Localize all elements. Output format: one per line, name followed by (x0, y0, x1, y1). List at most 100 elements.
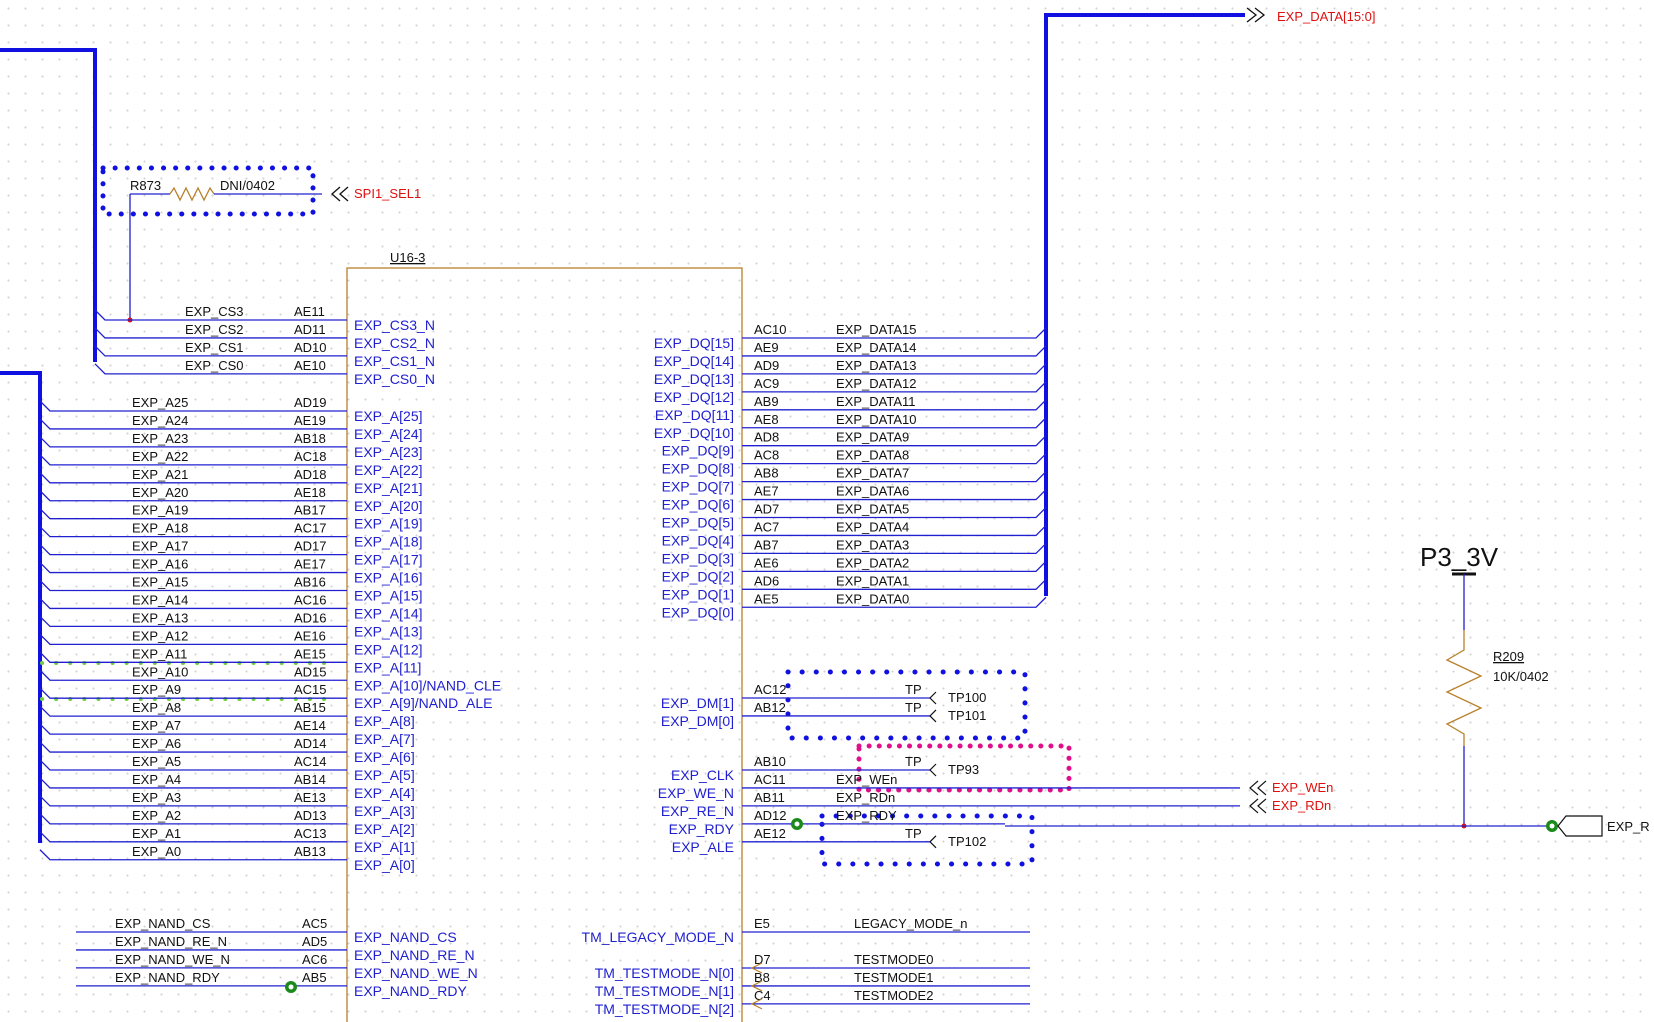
net-label: EXP_CS1 (185, 340, 244, 355)
data-net-wire[interactable] (742, 578, 1047, 590)
r209-value: 10K/0402 (1493, 669, 1549, 684)
addr-net-wire[interactable] (39, 436, 347, 448)
net-label: EXP_A21 (132, 467, 188, 482)
data-net-wire[interactable] (742, 560, 1047, 572)
addr-net-wire[interactable] (39, 580, 347, 592)
pin-number: AB9 (754, 394, 779, 409)
data-net-wire[interactable] (742, 489, 1047, 501)
addr-net-wire[interactable] (39, 723, 347, 735)
addr-net-wire[interactable] (39, 472, 347, 484)
pin-name: EXP_DQ[8] (662, 461, 734, 477)
data-net-wire[interactable] (742, 399, 1047, 411)
addr-net-wire[interactable] (39, 633, 347, 645)
addr-net-wire[interactable] (39, 526, 347, 538)
r209-body[interactable] (1445, 630, 1483, 746)
data-net-wire[interactable] (742, 453, 1047, 465)
pin-number: AE6 (754, 555, 779, 570)
pin-name: EXP_ALE (672, 839, 734, 855)
data-net-wire[interactable] (742, 471, 1047, 483)
net-label: EXP_DATA7 (836, 466, 909, 481)
addr-net-wire[interactable] (39, 831, 347, 843)
pin-name: EXP_A[19] (354, 516, 423, 532)
pin-name: EXP_NAND_RDY (354, 983, 467, 999)
cs-net-wire[interactable] (94, 345, 347, 357)
addr-net-wire[interactable] (39, 400, 347, 412)
pin-name: EXP_DQ[13] (654, 371, 734, 387)
data-net-wire[interactable] (742, 507, 1047, 519)
addr-net-wire[interactable] (39, 544, 347, 556)
u16-3-body[interactable] (346, 267, 743, 1022)
net-label: EXP_DATA10 (836, 412, 916, 427)
data-net-wire[interactable] (742, 327, 1047, 339)
addr-net-wire[interactable] (39, 669, 347, 681)
addr-net-wire[interactable] (39, 687, 347, 699)
pin-name: EXP_A[15] (354, 588, 423, 604)
net-label: EXP_DATA8 (836, 448, 909, 463)
cs-net-wire[interactable] (94, 363, 347, 375)
addr-net-wire[interactable] (39, 741, 347, 753)
addr-net-wire[interactable] (39, 454, 347, 466)
data-net-wire[interactable] (742, 381, 1047, 393)
addr-net-wire[interactable] (39, 705, 347, 717)
pin-name: EXP_A[18] (354, 534, 423, 550)
addr-net-wire[interactable] (39, 849, 347, 861)
pin-name: EXP_A[25] (354, 408, 423, 424)
data-net-wire[interactable] (742, 345, 1047, 357)
net-label: EXP_DATA14 (836, 340, 916, 355)
pin-number: AC7 (754, 519, 779, 534)
net-label: TESTMODE1 (854, 970, 933, 985)
addr-net-wire[interactable] (39, 813, 347, 825)
pin-number: AD12 (754, 808, 787, 823)
addr-net-wire[interactable] (39, 795, 347, 807)
net-label: EXP_NAND_RE_N (115, 934, 227, 949)
net-label: EXP_DATA5 (836, 502, 909, 517)
net-label: EXP_A11 (132, 646, 187, 661)
input-arrow-icon (750, 962, 763, 974)
data-net-wire[interactable] (742, 417, 1047, 429)
data-net-wire[interactable] (742, 542, 1047, 555)
pin-number: AD15 (294, 664, 327, 679)
pin-number: AD11 (294, 322, 326, 337)
pin-name: EXP_DQ[1] (662, 586, 734, 602)
pin-name: EXP_CS3_N (354, 317, 435, 333)
pin-number: AE5 (754, 591, 779, 606)
rdy-connector-marker-center (794, 821, 800, 827)
net-label: EXP_A24 (132, 413, 188, 428)
net-label: EXP_A17 (132, 539, 188, 554)
cs-net-wire[interactable] (94, 327, 347, 339)
data-net-wire[interactable] (742, 596, 1047, 608)
addr-net-wire[interactable] (39, 615, 347, 628)
addr-bus[interactable] (0, 371, 42, 843)
data-net-wire[interactable] (742, 524, 1047, 537)
pin-number: AE8 (754, 412, 779, 427)
net-label: EXP_CS3 (185, 304, 244, 319)
pin-number: AB18 (294, 431, 326, 446)
addr-net-wire[interactable] (39, 651, 347, 663)
pin-number: AD16 (294, 610, 327, 625)
addr-net-wire[interactable] (39, 562, 347, 574)
pin-name: EXP_DQ[4] (662, 532, 734, 548)
addr-net-wire[interactable] (39, 597, 347, 610)
addr-net-wire[interactable] (39, 490, 347, 502)
pin-name: EXP_DQ[9] (662, 443, 734, 459)
addr-net-wire[interactable] (39, 508, 347, 520)
data-net-wire[interactable] (742, 435, 1047, 447)
addr-net-wire[interactable] (39, 759, 347, 771)
testpoint-icon (929, 763, 937, 777)
pin-number: AC8 (754, 448, 779, 463)
net-label: EXP_A25 (132, 395, 188, 410)
data-net-wire[interactable] (742, 363, 1047, 375)
pin-number: AE14 (294, 718, 326, 733)
cs-net-wire[interactable] (94, 309, 347, 321)
pin-number: AD13 (294, 808, 327, 823)
data-bus[interactable] (1044, 13, 1245, 596)
net-label: EXP_DATA2 (836, 555, 909, 570)
addr-net-wire[interactable] (39, 777, 347, 789)
net-label: EXP_A20 (132, 485, 188, 500)
cs-bus[interactable] (0, 48, 97, 362)
r873-body[interactable] (169, 186, 215, 202)
net-label: EXP_DATA4 (836, 519, 909, 534)
addr-net-wire[interactable] (39, 418, 347, 430)
pin-name: TM_LEGACY_MODE_N (582, 929, 734, 945)
net-label: EXP_RDY (836, 808, 897, 823)
